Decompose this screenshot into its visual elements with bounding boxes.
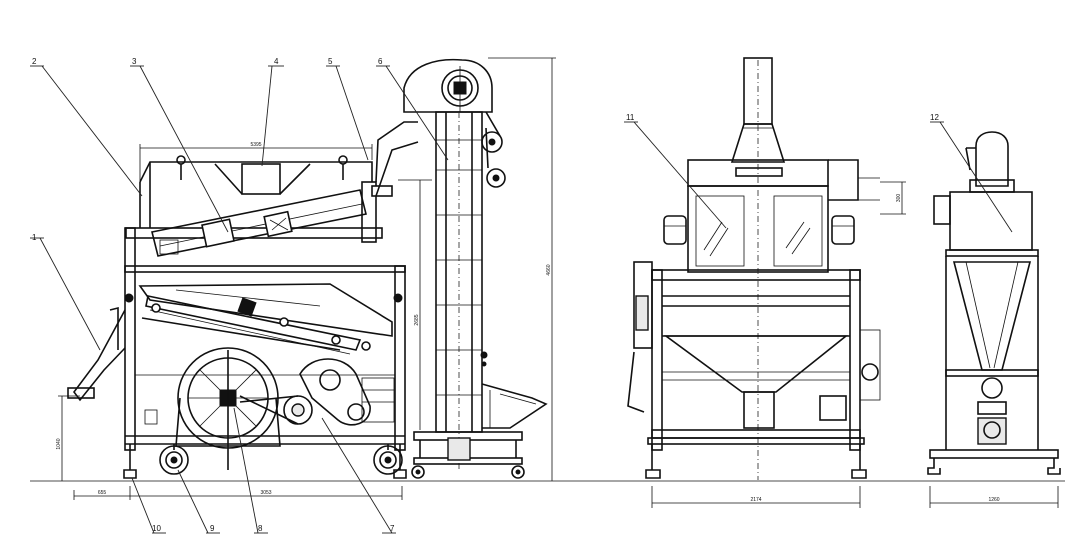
dim-base-main: 3053 [260, 490, 271, 496]
dim-side-width: 2174 [750, 497, 761, 503]
front-view [67, 121, 419, 479]
callout-1: 1 [32, 233, 37, 242]
callout-leaders [30, 65, 1013, 534]
dim-top-width: 5395 [250, 142, 261, 148]
cyclone-view [927, 131, 1061, 475]
dim-cyclone-width: 1260 [988, 497, 999, 503]
lower-screen-1 [138, 283, 393, 337]
callout-5: 5 [328, 57, 333, 66]
dim-base-left: 655 [98, 490, 107, 496]
callout-6: 6 [378, 57, 383, 66]
top-hood [139, 161, 373, 183]
right-caster [373, 444, 403, 475]
callout-10: 10 [152, 524, 161, 533]
right-leg [394, 265, 406, 451]
upper-screen [151, 189, 367, 257]
elevator-head [403, 58, 493, 113]
left-leg [124, 227, 136, 451]
callout-9: 9 [210, 524, 215, 533]
callout-12: 12 [930, 113, 939, 122]
callout-4: 4 [274, 57, 279, 66]
gearbox [299, 358, 371, 426]
callout-2: 2 [32, 57, 37, 66]
dim-elevator-height: 2685 [414, 314, 420, 325]
feed-hopper-box [241, 163, 281, 195]
dim-outlet-height: 1040 [56, 438, 62, 449]
left-caster [159, 444, 189, 475]
cyclone-fan [975, 131, 1009, 187]
cyclone-cone [952, 261, 1032, 371]
leveling-foot [123, 444, 137, 479]
callout-11: 11 [626, 113, 635, 122]
side-view [627, 57, 881, 480]
side-hopper [663, 335, 849, 393]
dim-overall-height: 4660 [546, 264, 552, 275]
bucket-elevator [403, 58, 548, 479]
callout-3: 3 [132, 57, 137, 66]
callout-8: 8 [258, 524, 263, 533]
callout-labels: 1 2 3 4 5 6 7 8 9 10 11 12 [32, 57, 939, 533]
dim-hopper-offset: 300 [896, 194, 902, 203]
feed-hopper [481, 383, 548, 429]
dimension-lines: 5395 4660 2685 1040 655 3053 300 2174 [56, 57, 1059, 508]
callout-7: 7 [390, 524, 395, 533]
